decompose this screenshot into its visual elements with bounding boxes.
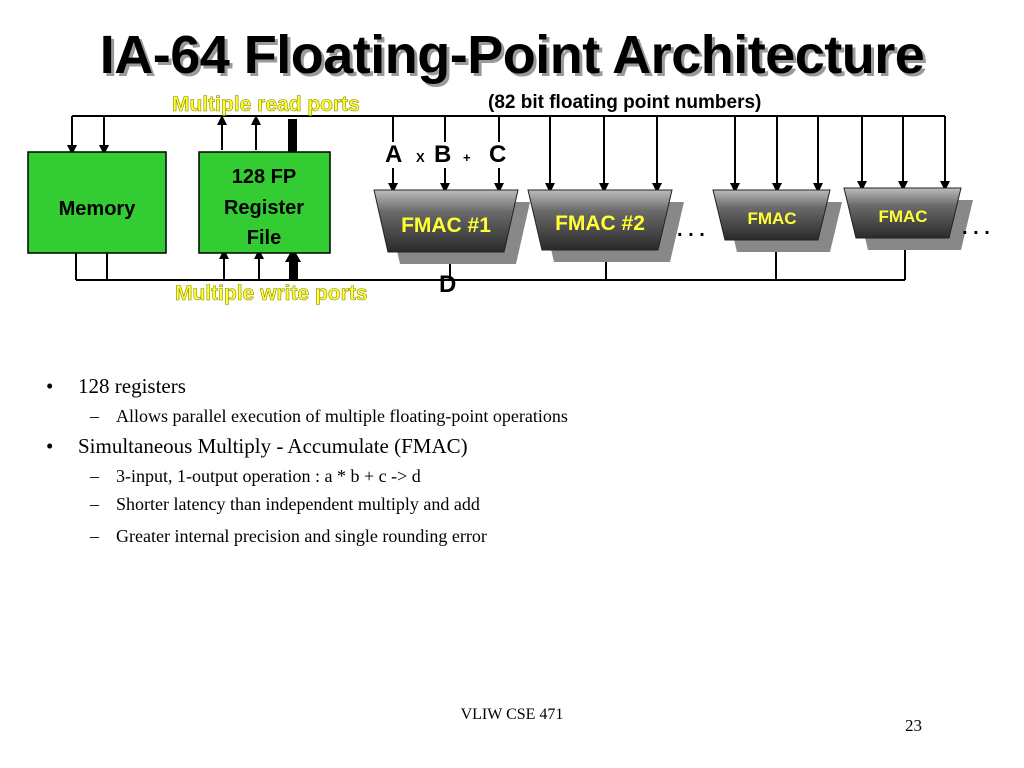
bullet-list: 128 registers –Allows parallel execution…: [46, 370, 568, 548]
bullet-item: Simultaneous Multiply - Accumulate (FMAC…: [46, 432, 568, 460]
operand-c: C: [489, 141, 506, 168]
slide-title: IA-64 Floating-Point Architecture: [99, 25, 925, 85]
bullet-item: 128 registers: [46, 372, 568, 400]
sub-bullet-item: –3-input, 1-output operation : a * b + c…: [90, 466, 421, 486]
ellipsis-2: . . .: [962, 217, 990, 239]
fmac-4-label: FMAC: [878, 207, 927, 226]
fmac-2-label: FMAC #2: [555, 212, 645, 235]
sub-bullet-text: Shorter latency than independent multipl…: [116, 494, 480, 514]
plus-symbol: +: [463, 150, 471, 165]
fmac-unit-4: FMAC: [843, 187, 973, 250]
read-ports-label: Multiple read ports: [172, 93, 360, 116]
number-format-label: (82 bit floating point numbers): [488, 92, 761, 113]
sub-bullet-text: Greater internal precision and single ro…: [116, 526, 487, 546]
write-ports-label: Multiple write ports: [175, 282, 368, 305]
register-file-box: 128 FP Register File: [198, 151, 331, 254]
fmac-unit-1: FMAC #1: [373, 189, 530, 264]
fmac-1-label: FMAC #1: [401, 214, 491, 237]
register-file-label-line2: Register: [224, 197, 304, 219]
sub-bullet-item: –Allows parallel execution of multiple f…: [90, 406, 568, 426]
sub-bullet-text: Allows parallel execution of multiple fl…: [116, 406, 568, 426]
memory-label: Memory: [59, 198, 137, 220]
memory-box: Memory: [27, 151, 167, 254]
operand-b: B: [434, 141, 451, 168]
sub-bullet-item: –Shorter latency than independent multip…: [90, 494, 480, 514]
sub-bullet-item: –Greater internal precision and single r…: [90, 526, 487, 546]
fmac-unit-3: FMAC: [712, 189, 842, 252]
sub-bullet-text: 3-input, 1-output operation : a * b + c …: [116, 466, 421, 486]
ellipsis-1: . . .: [677, 219, 705, 241]
slide-footer: VLIW CSE 471: [460, 706, 564, 723]
page-number: 23: [905, 716, 922, 735]
fmac-3-label: FMAC: [747, 209, 796, 228]
register-file-label-line3: File: [247, 227, 281, 249]
multiply-symbol: X: [416, 150, 425, 165]
fmac-unit-2: FMAC #2: [527, 189, 684, 262]
write-bus: [75, 240, 906, 281]
operand-a: A: [385, 141, 402, 168]
read-bus: [67, 115, 950, 193]
result-d: D: [439, 271, 456, 298]
register-file-label-line1: 128 FP: [232, 166, 296, 188]
